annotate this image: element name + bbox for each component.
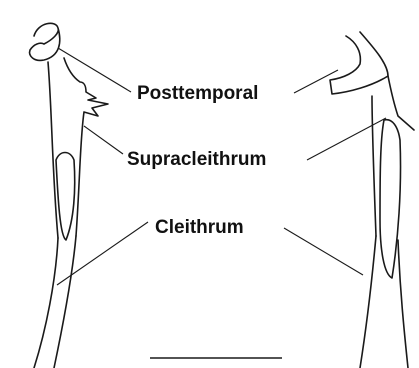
right-shaft-outline <box>360 236 408 368</box>
left-shaft-outline <box>34 236 76 368</box>
label-posttemporal: Posttemporal <box>137 83 258 104</box>
right-posttemporal-outline <box>330 32 388 94</box>
leader-cleithrum-left <box>57 222 148 285</box>
left-specimen <box>30 23 108 368</box>
label-cleithrum: Cleithrum <box>155 217 244 238</box>
label-supracleithrum: Supracleithrum <box>127 149 266 170</box>
leader-supracleithrum-right <box>307 118 386 160</box>
left-supracleithrum-outline <box>48 58 108 238</box>
right-cleithrum-outline <box>380 120 401 278</box>
leader-cleithrum-right <box>284 228 363 275</box>
left-posttemporal-outline <box>30 23 60 60</box>
right-supracleithrum-outline <box>372 76 414 236</box>
leader-supracleithrum-left <box>84 126 123 154</box>
right-specimen <box>330 32 414 368</box>
left-cleithrum-outline <box>56 153 75 241</box>
